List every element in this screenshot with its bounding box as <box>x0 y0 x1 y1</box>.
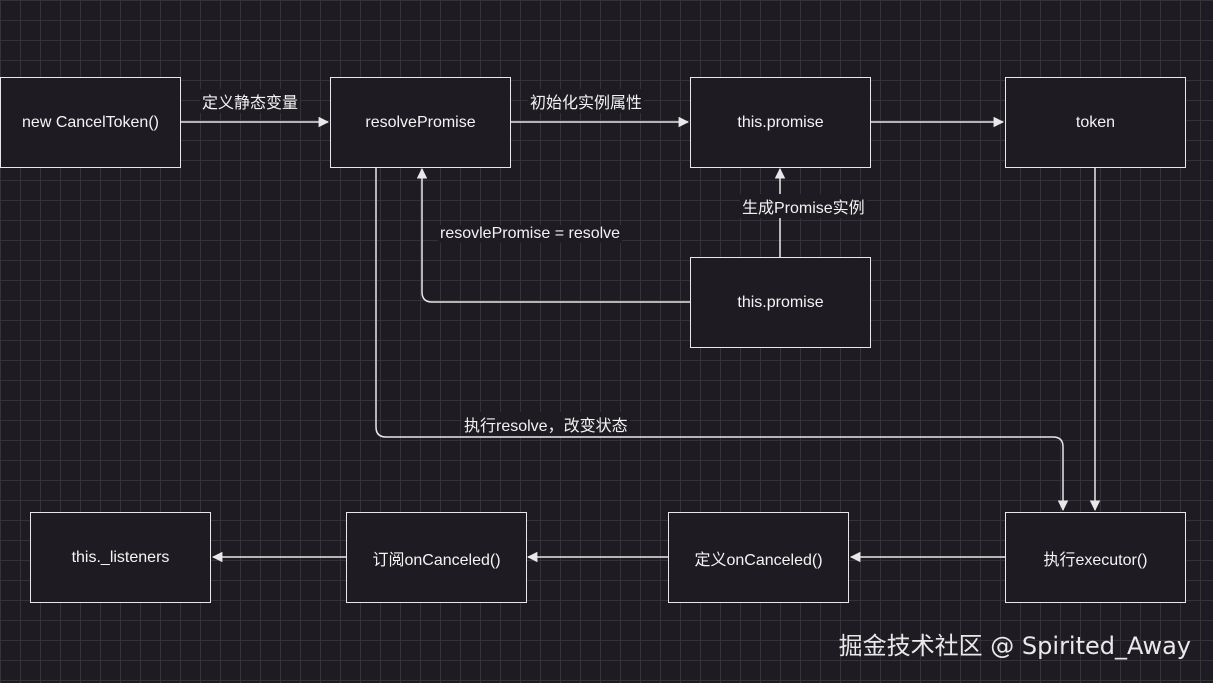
edge-resolvepromise-to-executor <box>375 168 1069 512</box>
node-resolve-promise[interactable]: resolvePromise <box>330 77 511 168</box>
node-executor[interactable]: 执行executor() <box>1005 512 1186 603</box>
node-listeners[interactable]: this._listeners <box>30 512 211 603</box>
label-init-instance-prop: 初始化实例属性 <box>528 89 645 113</box>
label-resolve-assign: resovlePromise = resolve <box>438 225 623 243</box>
node-this-promise-mid[interactable]: this.promise <box>690 257 871 348</box>
label-define-static-var: 定义静态变量 <box>200 89 301 113</box>
node-token[interactable]: token <box>1005 77 1186 168</box>
node-this-promise-top[interactable]: this.promise <box>690 77 871 168</box>
edge-thispromise-mid-to-resolvepromise <box>416 167 690 303</box>
node-new-cancel-token[interactable]: new CancelToken() <box>0 77 181 168</box>
node-subscribe-on-canceled[interactable]: 订阅onCanceled() <box>346 512 527 603</box>
watermark: 掘金技术社区 @ Spirited_Away <box>838 632 1191 660</box>
label-create-promise-instance: 生成Promise实例 <box>740 194 867 218</box>
label-exec-resolve: 执行resolve，改变状态 <box>462 412 630 436</box>
node-define-on-canceled[interactable]: 定义onCanceled() <box>668 512 849 603</box>
